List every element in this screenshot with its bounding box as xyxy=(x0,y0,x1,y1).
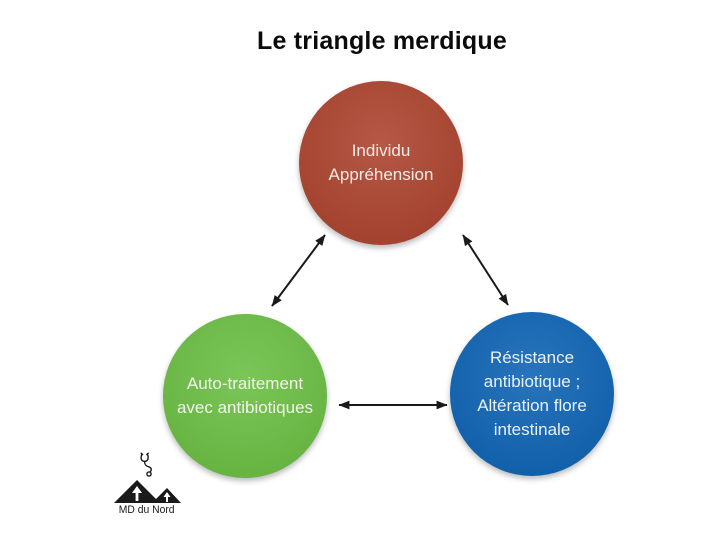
node-label-line: Altération flore xyxy=(477,396,587,415)
stethoscope-icon xyxy=(140,452,152,477)
node-label-line: intestinale xyxy=(493,419,571,439)
slide-title: Le triangle merdique xyxy=(257,27,507,55)
node-label-line: Individu xyxy=(351,141,411,161)
node-auto-traitement-label: Auto-traitement avec antibiotiques xyxy=(177,372,313,420)
node-individu-apprehension: Individu Appréhension xyxy=(299,81,463,245)
node-individu-apprehension-label: Individu Appréhension xyxy=(329,139,434,187)
edge-red-to-blue-arrow xyxy=(462,234,509,306)
node-label-line: Appréhension xyxy=(328,165,434,184)
mountains-icon xyxy=(114,480,181,503)
logo-text: MD du Nord xyxy=(119,504,175,516)
node-label-line: Résistance xyxy=(489,348,575,368)
node-resistance-antibiotique: Résistance antibiotique ; Altération flo… xyxy=(450,312,614,476)
node-label-line: Auto-traitement xyxy=(186,374,304,394)
node-label-line: antibiotique ; xyxy=(483,372,581,392)
node-auto-traitement: Auto-traitement avec antibiotiques xyxy=(163,314,327,478)
node-label-line: avec antibiotiques xyxy=(176,398,314,417)
node-resistance-antibiotique-label: Résistance antibiotique ; Altération flo… xyxy=(477,346,587,441)
logo-md-du-nord: MD du Nord xyxy=(108,451,186,516)
edge-green-to-red-arrow xyxy=(271,234,326,307)
